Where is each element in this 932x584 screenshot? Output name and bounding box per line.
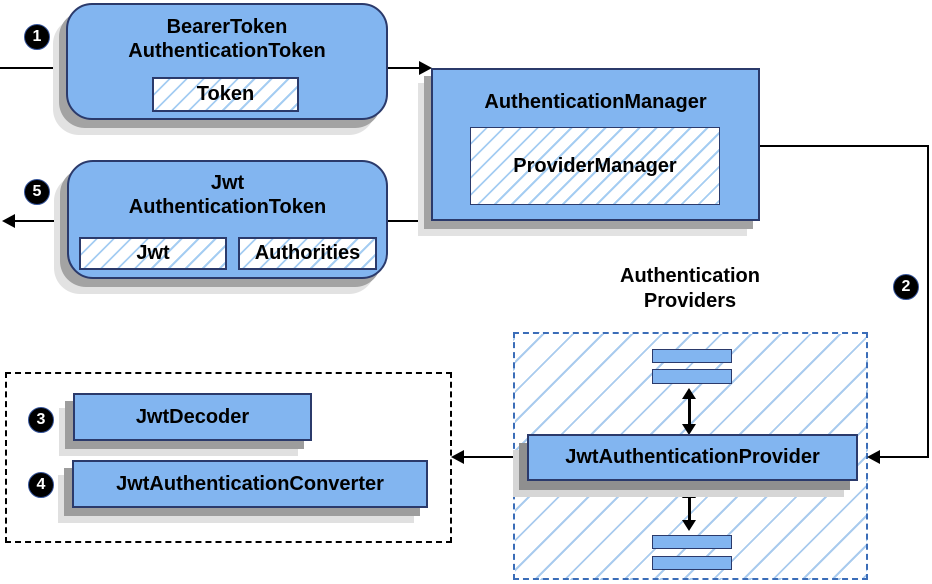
step-badge-1: 1 <box>24 24 50 50</box>
step-badge-3: 3 <box>28 407 54 433</box>
provider-placeholder-bar <box>652 556 732 570</box>
connector-incoming-request <box>0 67 66 69</box>
connector-manager-to-jwt-token <box>388 220 433 222</box>
authentication-providers-label: Authentication Providers <box>560 264 820 314</box>
jwt-authentication-provider-label: JwtAuthenticationProvider <box>565 446 820 468</box>
jwt-token-title-line1: Jwt <box>210 172 245 194</box>
chip-authorities: Authorities <box>238 237 377 270</box>
chip-provider-manager-label: ProviderManager <box>513 154 677 177</box>
step-badge-2-number: 2 <box>901 278 911 295</box>
node-jwt-authentication-provider: JwtAuthenticationProvider <box>527 434 858 481</box>
arrowhead-into-provider-icon <box>867 450 880 464</box>
authentication-manager-title: AuthenticationManager <box>484 91 707 113</box>
bearer-token-title-line2: AuthenticationToken <box>128 40 326 62</box>
node-jwt-authentication-token: Jwt AuthenticationToken Jwt Authorities <box>67 160 388 279</box>
step-badge-4-number: 4 <box>36 476 46 493</box>
step-badge-3-number: 3 <box>36 411 46 428</box>
connector-right-vertical <box>927 145 929 458</box>
chip-jwt-label: Jwt <box>136 242 170 264</box>
provider-placeholder-bar <box>652 369 732 384</box>
double-arrow-top-up-icon <box>682 388 696 399</box>
chip-authorities-label: Authorities <box>254 242 361 264</box>
connector-into-provider <box>880 456 928 458</box>
double-arrow-top-down-icon <box>682 424 696 435</box>
provider-placeholder-bar <box>652 535 732 549</box>
arrowhead-into-authentication-manager-icon <box>419 61 432 75</box>
bearer-token-title-line1: BearerToken <box>166 16 288 38</box>
double-arrow-top-line <box>688 398 691 425</box>
step-badge-2: 2 <box>893 274 919 300</box>
double-arrow-bottom-up-icon <box>682 487 696 498</box>
double-arrow-bottom-down-icon <box>682 520 696 531</box>
connector-manager-right <box>760 145 929 147</box>
step-badge-5: 5 <box>24 179 50 205</box>
node-jwt-authentication-converter: JwtAuthenticationConverter <box>72 460 428 508</box>
provider-placeholder-bar <box>652 349 732 363</box>
connector-provider-to-decoder-group <box>464 456 514 458</box>
connector-outgoing-response <box>15 220 67 222</box>
node-bearer-token-authentication-token: BearerToken AuthenticationToken Token <box>66 3 388 120</box>
authentication-providers-label-line1: Authentication <box>620 265 760 287</box>
arrowhead-outgoing-response-icon <box>2 214 15 228</box>
chip-provider-manager: ProviderManager <box>470 127 720 205</box>
step-badge-4: 4 <box>28 472 54 498</box>
jwt-token-title-line2: AuthenticationToken <box>128 196 327 218</box>
arrowhead-into-decoder-group-icon <box>451 450 464 464</box>
connector-to-authentication-manager <box>388 67 420 69</box>
authentication-providers-label-line2: Providers <box>643 290 737 312</box>
step-badge-1-number: 1 <box>32 28 42 45</box>
chip-token-label: Token <box>196 83 255 105</box>
jwt-authentication-converter-label: JwtAuthenticationConverter <box>116 472 384 495</box>
node-jwt-decoder: JwtDecoder <box>73 393 312 441</box>
jwt-decoder-label: JwtDecoder <box>135 405 250 428</box>
chip-jwt: Jwt <box>79 237 227 270</box>
double-arrow-bottom-line <box>688 497 691 521</box>
node-authentication-manager: AuthenticationManager ProviderManager <box>431 68 760 221</box>
chip-token: Token <box>152 77 299 112</box>
step-badge-5-number: 5 <box>32 183 42 200</box>
